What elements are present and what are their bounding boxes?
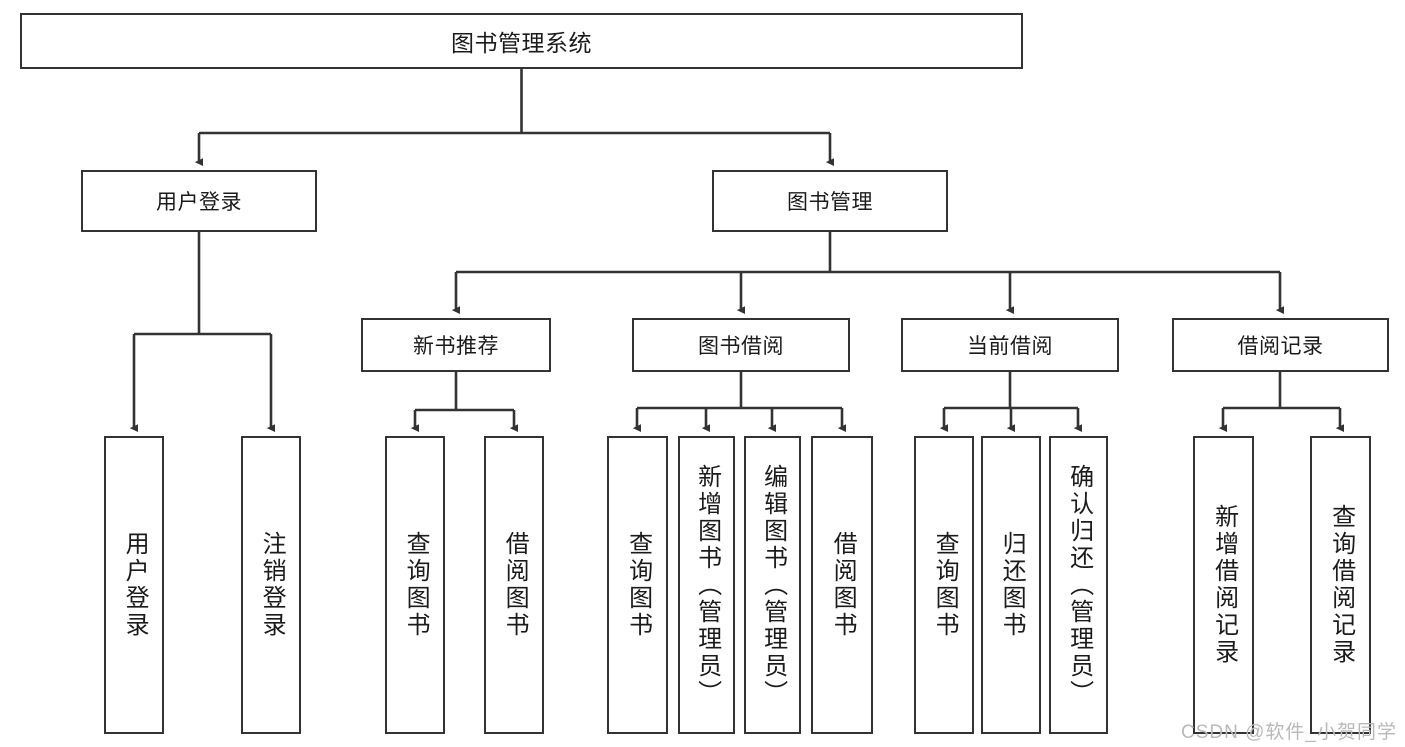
node-new-book-recommend-label: 新书推荐	[413, 335, 499, 358]
node-book-manage-label: 图书管理	[787, 191, 873, 214]
node-leaf-logout[interactable]: 注销登录	[241, 436, 301, 734]
node-root[interactable]: 图书管理系统	[20, 13, 1023, 69]
node-borrow-record-label: 借阅记录	[1237, 335, 1324, 358]
node-leaf-borrow-book-2-label: 借阅图书	[829, 531, 857, 639]
node-leaf-add-record-label: 新增借阅记录	[1210, 504, 1238, 666]
node-leaf-borrow-book-1[interactable]: 借阅图书	[484, 436, 544, 734]
node-leaf-return-book[interactable]: 归还图书	[981, 436, 1041, 734]
node-leaf-query-book-3-label: 查询图书	[931, 531, 959, 639]
node-borrow-record[interactable]: 借阅记录	[1172, 318, 1389, 372]
node-leaf-add-book-label: 新增图书（管理员）	[693, 463, 721, 707]
node-leaf-confirm-return-label: 确认归还（管理员）	[1065, 463, 1093, 707]
node-current-borrow[interactable]: 当前借阅	[901, 318, 1119, 372]
node-leaf-query-book-2-label: 查询图书	[624, 531, 652, 639]
node-leaf-user-login[interactable]: 用户登录	[104, 436, 164, 734]
node-leaf-add-book[interactable]: 新增图书（管理员）	[678, 436, 735, 734]
node-leaf-return-book-label: 归还图书	[998, 531, 1026, 639]
node-leaf-edit-book-label: 编辑图书（管理员）	[759, 463, 787, 707]
node-leaf-query-book-1-label: 查询图书	[402, 531, 430, 639]
node-root-label: 图书管理系统	[451, 30, 592, 56]
node-leaf-borrow-book-1-label: 借阅图书	[501, 531, 529, 639]
node-leaf-query-book-3[interactable]: 查询图书	[914, 436, 974, 734]
node-book-borrow[interactable]: 图书借阅	[632, 318, 850, 372]
node-current-borrow-label: 当前借阅	[967, 335, 1053, 358]
node-book-manage[interactable]: 图书管理	[712, 170, 948, 232]
node-leaf-borrow-book-2[interactable]: 借阅图书	[811, 436, 873, 734]
node-leaf-query-record[interactable]: 查询借阅记录	[1310, 436, 1371, 734]
node-leaf-query-book-1[interactable]: 查询图书	[385, 436, 445, 734]
node-user-login-label: 用户登录	[156, 191, 242, 214]
node-leaf-query-record-label: 查询借阅记录	[1327, 504, 1355, 666]
node-leaf-query-book-2[interactable]: 查询图书	[607, 436, 668, 734]
watermark: CSDN @软件_小贺同学	[1181, 722, 1397, 743]
node-new-book-recommend[interactable]: 新书推荐	[361, 318, 551, 372]
node-leaf-confirm-return[interactable]: 确认归还（管理员）	[1049, 436, 1108, 734]
node-book-borrow-label: 图书借阅	[698, 335, 784, 358]
node-leaf-edit-book[interactable]: 编辑图书（管理员）	[744, 436, 801, 734]
node-leaf-logout-label: 注销登录	[258, 531, 286, 639]
node-leaf-add-record[interactable]: 新增借阅记录	[1193, 436, 1254, 734]
node-user-login[interactable]: 用户登录	[81, 170, 317, 232]
node-leaf-user-login-label: 用户登录	[121, 531, 149, 639]
